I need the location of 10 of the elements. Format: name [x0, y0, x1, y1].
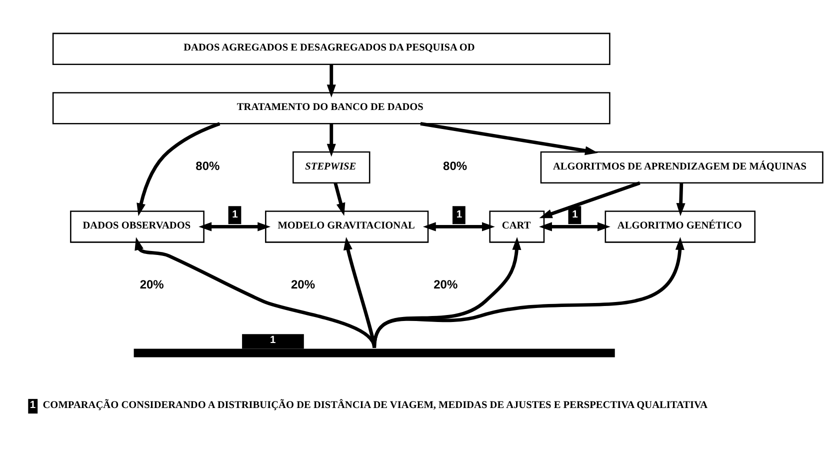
label: 20% — [291, 277, 316, 292]
edge-label: 1 — [572, 209, 578, 220]
legend-label: COMPARAÇÃO CONSIDERANDO A DISTRIBUIÇÃO DE DISTÂNCIA DE VIAGEM, MEDIDAS DE AJUSTES E PERSPECTIVA QUALITATIVA — [42, 400, 708, 412]
label: 80% — [443, 158, 468, 173]
label: 1 — [30, 400, 36, 412]
edge-label: 1 — [232, 209, 238, 220]
label: 20% — [434, 277, 458, 292]
label: 80% — [196, 158, 220, 173]
label: 20% — [140, 277, 164, 292]
edge-label: 1 — [456, 209, 462, 220]
